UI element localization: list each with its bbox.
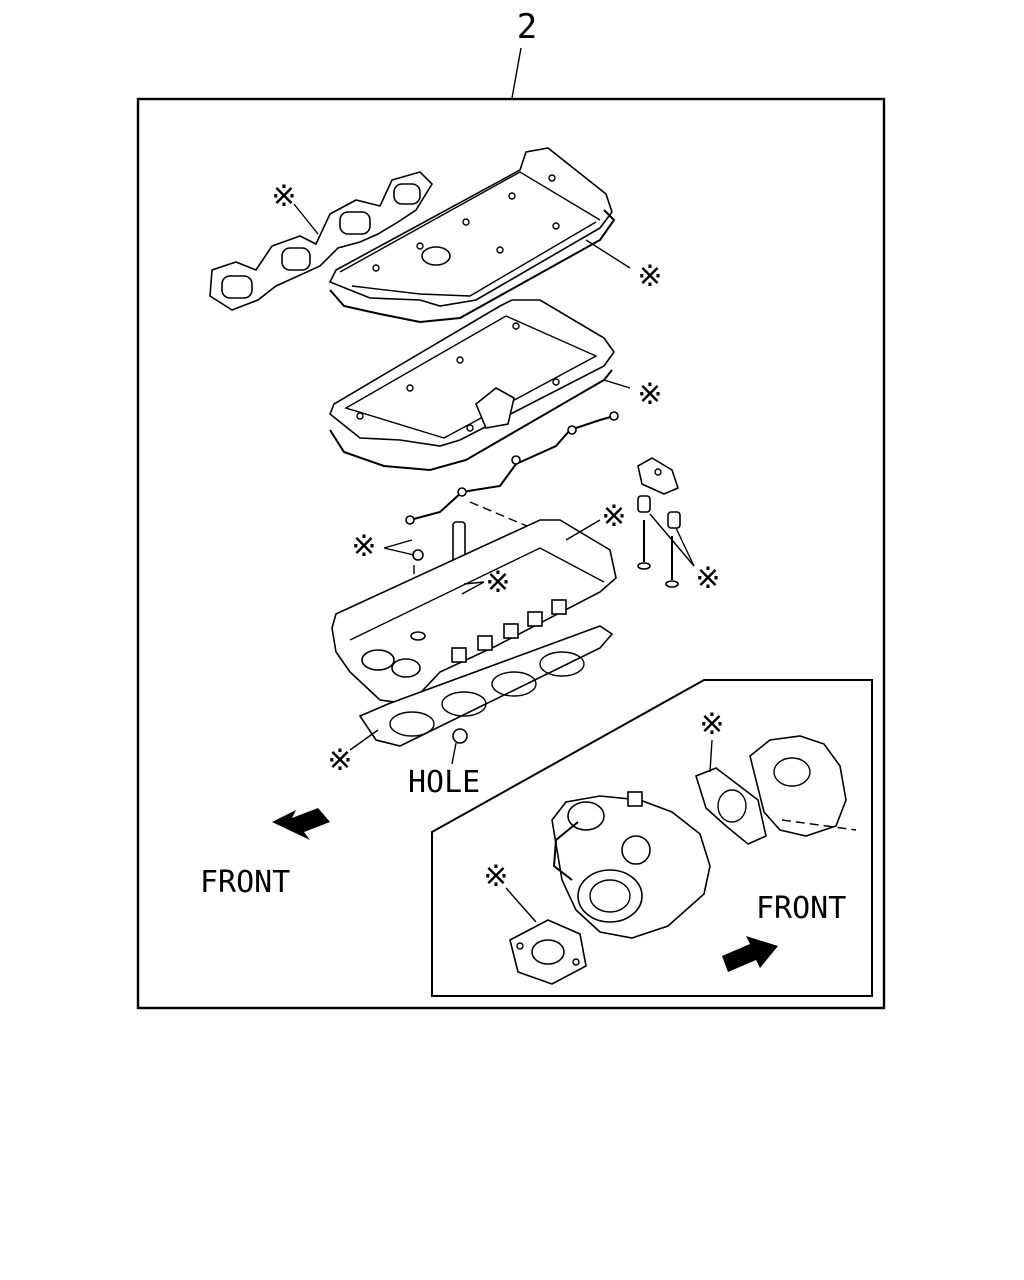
turbo-inlet-gasket	[695, 767, 767, 845]
front-arrow-right-icon	[722, 936, 778, 972]
sensor-bracket	[637, 457, 679, 495]
callout-leader	[511, 47, 522, 99]
svg-text:※: ※	[695, 561, 720, 596]
exhaust-manifold-gasket	[209, 171, 434, 311]
mark-head-gasket: ※	[327, 729, 379, 778]
mark-turbo-outlet-gasket: ※	[483, 859, 537, 923]
svg-text:※: ※	[271, 179, 296, 214]
front-label-right: FRONT	[756, 891, 846, 926]
mark-turbo-inlet-gasket: ※	[699, 707, 725, 773]
o-ring	[412, 549, 424, 561]
mark-cover-gasket: ※	[585, 239, 663, 294]
svg-text:※: ※	[327, 743, 352, 778]
turbo-inset-frame	[431, 679, 873, 997]
hole-leader	[451, 742, 457, 765]
exhaust-adaptor	[749, 735, 857, 837]
oil-pipe	[405, 411, 619, 525]
rocker-housing	[329, 299, 615, 447]
cylinder-head-gasket	[358, 625, 614, 747]
mark-exhaust-gasket: ※	[271, 179, 319, 235]
front-arrow-left-icon	[272, 808, 330, 840]
svg-text:※: ※	[699, 707, 724, 742]
cylinder-head-cover	[328, 147, 613, 307]
valve-stem-seals	[637, 495, 681, 529]
cylinder-head	[331, 519, 617, 705]
svg-text:※: ※	[483, 859, 508, 894]
valves	[637, 520, 679, 588]
mark-nozzle-seal: ※	[461, 565, 511, 600]
svg-text:※: ※	[637, 259, 662, 294]
svg-text:※: ※	[601, 499, 626, 534]
mark-injector-seal: ※	[565, 499, 627, 541]
callout-number: 2	[517, 7, 537, 47]
mark-housing-gasket: ※	[603, 377, 663, 412]
mark-o-ring: ※	[351, 529, 415, 564]
svg-text:※: ※	[485, 565, 510, 600]
head-cover-gasket	[329, 209, 616, 324]
svg-text:※: ※	[351, 529, 376, 564]
main-frame	[136, 97, 886, 1010]
svg-text:※: ※	[637, 377, 662, 412]
front-label-left: FRONT	[200, 865, 290, 900]
mark-valve-seals: ※	[649, 513, 721, 596]
turbo-outlet-gasket	[509, 919, 587, 985]
turbocharger	[551, 791, 711, 939]
hole-label: HOLE	[408, 765, 480, 800]
